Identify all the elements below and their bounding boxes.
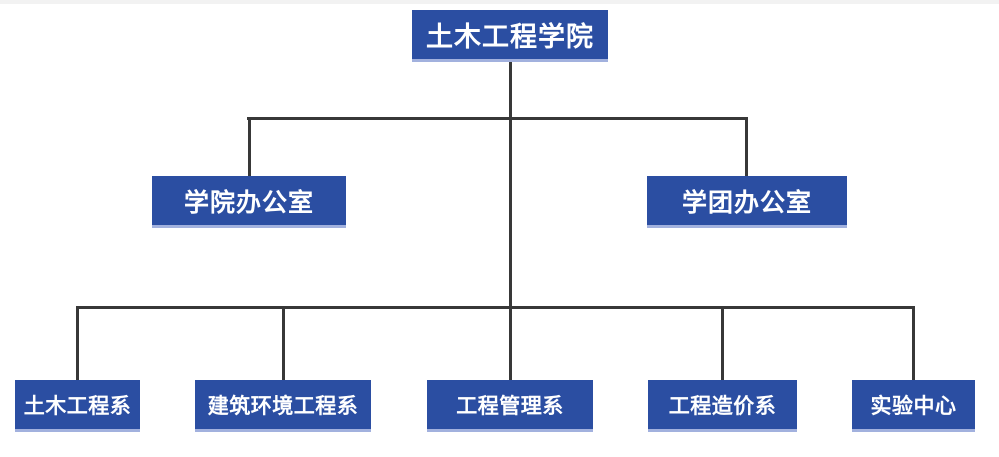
org-node-lab-center-label: 实验中心: [870, 393, 957, 418]
connector-drop-college-office: [248, 117, 251, 176]
org-node-lab-center: 实验中心: [852, 380, 975, 432]
org-node-root-label: 土木工程学院: [426, 22, 594, 53]
org-node-eng-cost-dept: 工程造价系: [648, 380, 797, 432]
org-node-eng-cost-dept-label: 工程造价系: [668, 393, 777, 418]
org-node-civil-dept-label: 土木工程系: [23, 393, 132, 418]
org-node-eng-mgmt-dept-label: 工程管理系: [456, 393, 564, 418]
org-node-student-office: 学团办公室: [647, 176, 847, 228]
connector-level2-horizontal: [247, 117, 748, 120]
connector-drop-lab-center: [912, 306, 915, 380]
connector-drop-civil-dept: [76, 306, 79, 380]
org-node-college-office: 学院办公室: [152, 176, 346, 228]
org-node-student-office-label: 学团办公室: [681, 187, 812, 217]
org-node-root: 土木工程学院: [412, 10, 608, 62]
connector-drop-eng-mgmt-dept: [509, 306, 512, 380]
connector-drop-student-office: [745, 117, 748, 176]
org-node-building-env-dept: 建筑环境工程系: [195, 380, 371, 432]
top-border-strip: [0, 0, 999, 4]
connector-drop-building-env-dept: [282, 306, 285, 380]
connector-level3-horizontal: [76, 306, 915, 309]
connector-drop-eng-cost-dept: [721, 306, 724, 380]
org-node-eng-mgmt-dept: 工程管理系: [427, 380, 593, 432]
org-node-building-env-dept-label: 建筑环境工程系: [207, 393, 359, 418]
connector-root-vertical: [509, 62, 512, 307]
org-node-college-office-label: 学院办公室: [183, 187, 314, 217]
org-node-civil-dept: 土木工程系: [15, 380, 140, 432]
